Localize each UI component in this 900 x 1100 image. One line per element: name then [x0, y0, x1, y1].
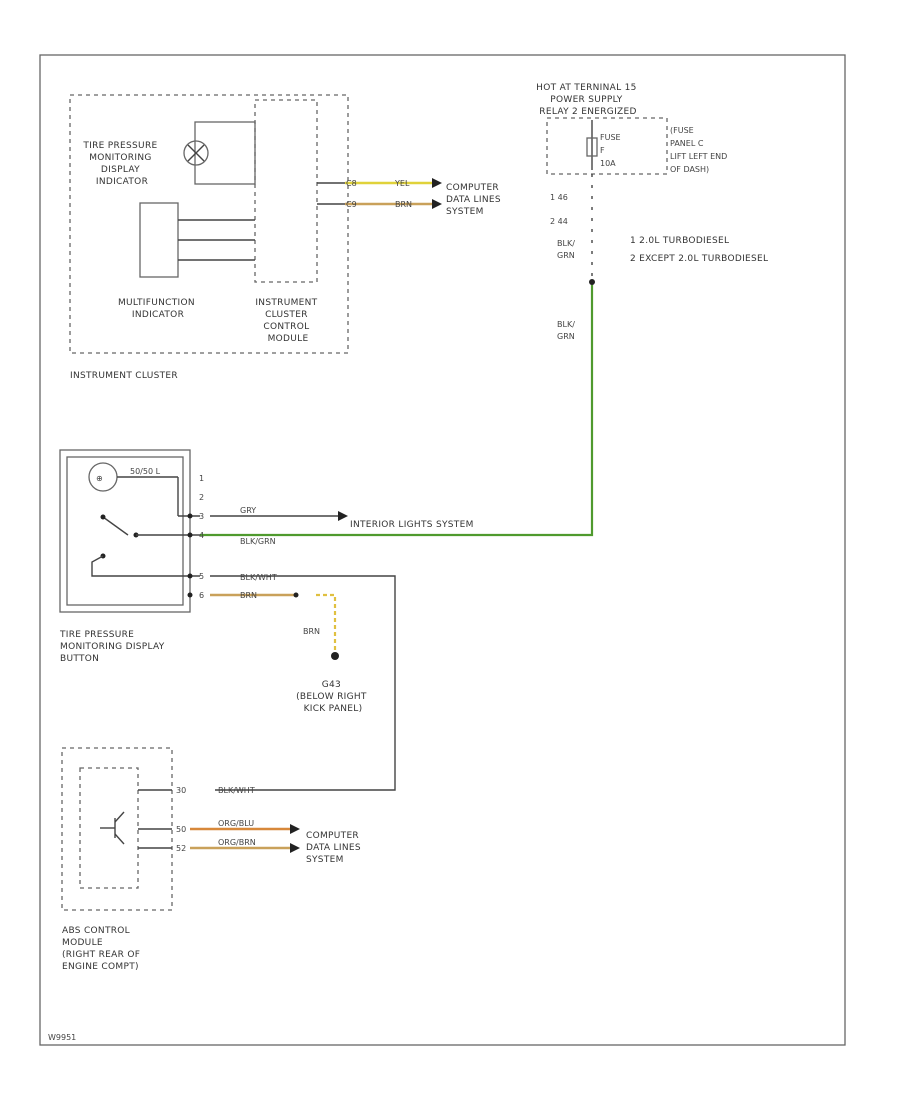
arrow-icon: [432, 199, 442, 209]
ground-label: G43 (BELOW RIGHT KICK PANEL): [296, 680, 370, 714]
wire-blk-grn-top: BLK/ GRN: [557, 239, 577, 260]
pin-dot: [187, 573, 193, 579]
led-label: 50/50 L: [130, 467, 161, 476]
arrow-icon: [338, 511, 348, 521]
switch-lever: [102, 516, 129, 536]
tpms-button-inner: [66, 456, 184, 606]
led-symbol: ⊕: [96, 474, 103, 483]
fuse-icon: [586, 137, 598, 157]
fuse-location-label: (FUSE PANEL C LIFT LEFT END OF DASH): [670, 126, 730, 174]
ground-wire-color: BRN: [303, 627, 320, 636]
green-wire: [200, 285, 594, 537]
pin-dot: [187, 513, 193, 519]
wire-gry: GRY: [240, 506, 256, 515]
abs-wire-org-blu: ORG/BLU: [218, 819, 254, 828]
lamp-filament: [187, 144, 205, 162]
legend: 1 2.0L TURBODIESEL 2 EXCEPT 2.0L TURBODI…: [630, 236, 768, 264]
multifunction-indicator-label: MULTIFUNCTION INDICATOR: [118, 298, 198, 320]
legend-item-1: 1 2.0L TURBODIESEL: [630, 236, 729, 246]
instrument-cluster: TIRE PRESSURE MONITORING DISPLAY INDICAT…: [69, 94, 504, 381]
wire-brn: BRN: [240, 591, 257, 600]
power-supply-title: HOT AT TERNINAL 15 POWER SUPPLY RELAY 2 …: [536, 83, 640, 117]
wire-color-yel: YEL: [394, 179, 410, 188]
tpms-button-housing: [59, 449, 191, 613]
instrument-cluster-label: INSTRUMENT CLUSTER: [70, 371, 178, 381]
abs-pin-30: 30: [176, 786, 186, 795]
pin-c8: C8: [346, 179, 357, 188]
abs-control-module: 30 50 52 BLK/WHT ORG/BLU ORG/BRN COMPUTE…: [61, 747, 364, 972]
tpms-lamp-icon: [183, 140, 209, 166]
switch-contact: [100, 514, 106, 520]
pin-dot: [187, 592, 193, 598]
pin-dot: [187, 532, 193, 538]
fuse-panel-outline: [546, 117, 668, 175]
wire-blk-grn-mid: BLK/ GRN: [557, 320, 577, 341]
pin-5: 5: [199, 572, 204, 581]
abs-module-label: ABS CONTROL MODULE (RIGHT REAR OF ENGINE…: [62, 926, 143, 972]
pin-4: 4: [199, 531, 204, 540]
pin-2: 2: [199, 493, 204, 502]
splice-dot: [293, 592, 299, 598]
ground-icon: [331, 652, 339, 660]
interior-lights-label: INTERIOR LIGHTS SYSTEM: [350, 520, 474, 530]
abs-pin-52: 52: [176, 844, 186, 853]
legend-item-2: 2 EXCEPT 2.0L TURBODIESEL: [630, 254, 768, 264]
abs-pin-50: 50: [176, 825, 186, 834]
abs-wire-org-brn: ORG/BRN: [218, 838, 256, 847]
switch-to-pin5: [91, 555, 200, 577]
ground-wire: [316, 593, 337, 652]
diagram-frame: [39, 54, 846, 1046]
page-code: W9951: [48, 1033, 76, 1042]
pin-3: 3: [199, 512, 204, 521]
control-module-label: INSTRUMENT CLUSTER CONTROL MODULE: [255, 298, 320, 344]
tpms-indicator-label: TIRE PRESSURE MONITORING DISPLAY INDICAT…: [82, 141, 160, 187]
computer-data-lines-label: COMPUTER DATA LINES SYSTEM: [446, 183, 504, 217]
pin-c9: C9: [346, 200, 357, 209]
pin-1: 1: [199, 474, 204, 483]
pin-46: 1 46: [550, 193, 568, 202]
splice-dot: [589, 279, 595, 285]
tpms-button: ⊕ 50/50 L 1 2 3 4 5 6 GRY INTERIOR LIGHT…: [59, 449, 474, 791]
wire-blk-grn: BLK/GRN: [240, 537, 276, 546]
blk-wht-wire: [210, 575, 396, 791]
button-led-icon: [88, 462, 118, 492]
ground-g43: BRN G43 (BELOW RIGHT KICK PANEL): [296, 593, 370, 714]
pin-44: 2 44: [550, 217, 568, 226]
arrow-icon: [290, 824, 300, 834]
tpms-indicator-housing: [194, 121, 256, 185]
arrow-icon: [432, 178, 442, 188]
abs-wire-blk-wht: BLK/WHT: [218, 786, 255, 795]
cluster-control-module-box: [254, 99, 318, 283]
wire-blk-wht: BLK/WHT: [240, 573, 277, 582]
power-supply: HOT AT TERNINAL 15 POWER SUPPLY RELAY 2 …: [536, 83, 730, 341]
pin-6: 6: [199, 591, 204, 600]
abs-inner: [79, 767, 139, 889]
transistor-icon: [114, 833, 125, 845]
instrument-cluster-outline: [69, 94, 349, 354]
fuse-label: FUSE F 10A: [600, 133, 623, 168]
wire-color-brn: BRN: [395, 200, 412, 209]
transistor-icon: [114, 811, 125, 823]
arrow-icon: [290, 843, 300, 853]
tpms-button-label: TIRE PRESSURE MONITORING DISPLAY BUTTON: [59, 630, 168, 664]
abs-computer-data-lines-label: COMPUTER DATA LINES SYSTEM: [306, 831, 364, 865]
multifunction-indicator-box: [139, 202, 179, 278]
